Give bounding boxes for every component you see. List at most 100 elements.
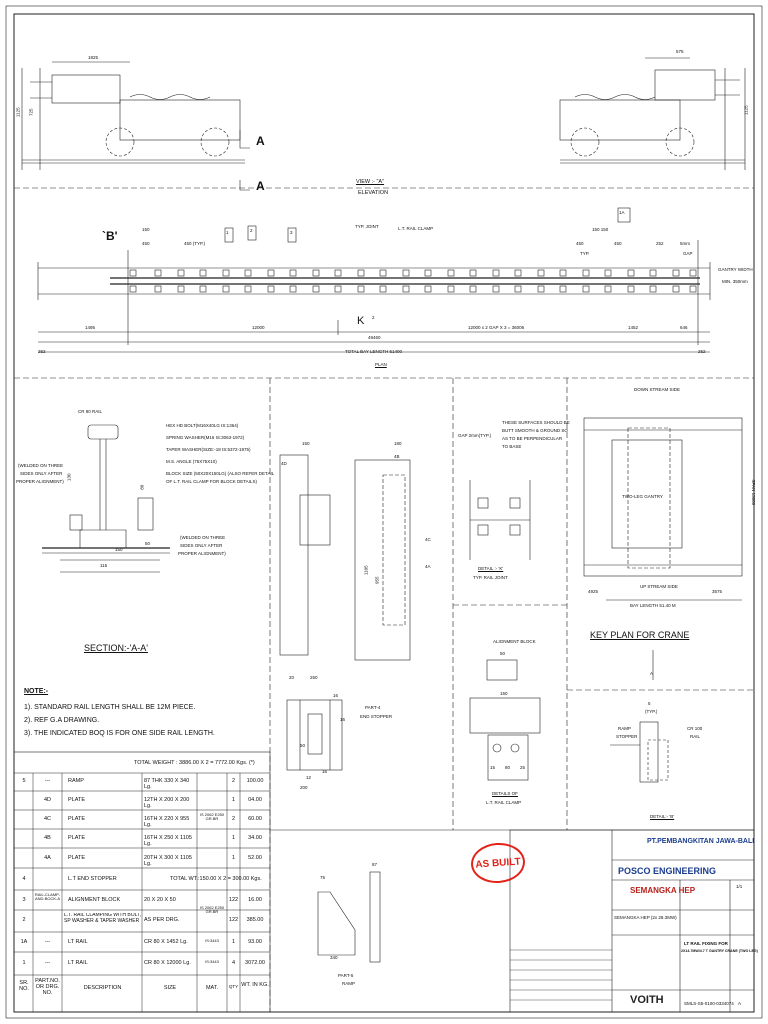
rail-clamp-subtitle: L.T. RAIL CLAMP (486, 800, 522, 805)
bom-mat: IS 2062 E250 GR.BR (199, 906, 225, 915)
bom-head-qty: QTY (228, 985, 239, 989)
dim-15: 15 (490, 765, 496, 770)
lt-rail-clamp-label: L.T. RAIL CLAMP (398, 226, 434, 231)
bom-qty: 1 (231, 797, 236, 803)
part-5-title: PART-5 (338, 973, 354, 978)
bom-desc: L.T END STOPPER (68, 876, 117, 882)
bom-mat: IS 2062 E250 GR.BR (199, 813, 225, 822)
detail-k-title: DETAIL :- 'K' (478, 566, 504, 571)
bom-wt: 100.00 (246, 778, 264, 784)
dim-340: 340 (330, 955, 338, 960)
surface-note: THESE SURFACES SHOULD BE (502, 420, 570, 425)
bom-qty: 2 (231, 778, 236, 784)
dim-200: 200 (300, 785, 308, 790)
down-stream-label: DOWN STREAM SIDE (634, 387, 681, 392)
total-weight: TOTAL WEIGHT : 3886.00 X 2 = 7772.00 Kgs… (134, 760, 255, 766)
section-aa-title: SECTION:-'A-A' (84, 643, 148, 653)
bom-size: CR 80 X 1452 Lg. (144, 939, 188, 945)
dim-49460: 49460 (368, 335, 381, 340)
dim-4925: 4925 (588, 589, 599, 594)
typ-label: TYP. (580, 251, 590, 256)
cr100-label: CR 100 (687, 726, 703, 731)
rail-clamp-title: DETAILS OF (492, 791, 518, 796)
bom-wt: 34.00 (248, 835, 262, 841)
dim-150: 150 (500, 691, 508, 696)
voith-logo: VOITH (630, 994, 664, 1006)
note-2: 2). REF G.A DRAWING. (24, 717, 100, 724)
detail-b-marker: `B' (102, 229, 118, 243)
drawing-number: SMLS-S5-0100-0334074 (684, 1001, 734, 1006)
dim-150: 150 (115, 547, 123, 552)
dim-20: 20 (289, 675, 295, 680)
dim-150: 150 (302, 441, 310, 446)
end-stopper-subtitle: END STOPPER (360, 714, 393, 719)
dim-1125-left: 1125 (15, 107, 21, 118)
weld-note-right-3: PROPER ALIGNMENT) (178, 551, 226, 556)
surface-note-4: TO BASE (502, 444, 522, 449)
taper-washer-label: TAPER WASHER(SIZE:-18 IS:5372-1975) (166, 447, 251, 452)
ramp-subtitle: RAMP (342, 981, 356, 986)
callout-4d: 4D (281, 461, 287, 466)
arrow-a-label: A (650, 671, 654, 676)
dim-50: 50 (145, 541, 151, 546)
dim-25: 25 (520, 765, 526, 770)
bom-sr: 2 (22, 917, 26, 923)
dim-252-left: 252 (38, 349, 46, 354)
detail-b-title: DETAIL:- 'B' (650, 814, 675, 819)
bom-wt: 52.00 (248, 855, 262, 861)
dim-575: 575 (676, 49, 684, 54)
detail-k-subtitle: TYP. RAIL JOINT (473, 575, 508, 580)
bom-qty: 1 (231, 939, 236, 945)
bom-mat: IS:3443 (205, 939, 219, 943)
surface-note-3: AS TO BE PERPENDICULAR (502, 436, 563, 441)
dim-150-150: 150 150 (592, 227, 609, 232)
end-stopper-total: TOTAL WT.:150.00 X 2 = 300.00 Kgs. (170, 876, 262, 882)
gap-2: 2 (372, 315, 375, 320)
bom-head-size: SIZE (163, 985, 177, 991)
bom-sr: 1A (20, 939, 28, 945)
dim-180: 180 (394, 441, 402, 446)
bom-qty: 122 (228, 917, 239, 923)
dim-252-right: 252 (698, 349, 706, 354)
section-mark-a: A (256, 134, 265, 148)
block-size-label-2: OF L.T. RAIL CLAMP FOR BLOCK DETAILS) (166, 479, 257, 484)
dim-725: 725 (28, 108, 34, 117)
view-a-title: VIEW :- "A" (356, 179, 385, 185)
dim-450-typ: 450 (TYP.) (184, 241, 206, 246)
bom-qty: 4 (231, 960, 236, 966)
bom-qty: 122 (228, 897, 239, 903)
bom-wt: 16.00 (248, 897, 262, 903)
dim-450: 450 (576, 241, 584, 246)
part-4-title: PART-4 (365, 705, 381, 710)
dim-1452: 1452 (628, 325, 639, 330)
dim-16: 16 (340, 717, 346, 722)
bom-sr: 4 (22, 876, 26, 882)
dim-250: 250 (310, 675, 318, 680)
dim-252: 252 (656, 241, 664, 246)
up-stream-label: UP STREAM SIDE (640, 584, 678, 589)
typ-joint-label: TYP. JOINT (355, 224, 379, 229)
dim-80: 80 (505, 765, 511, 770)
bom-size: 16TH X 250 X 1105 Lg. (144, 835, 192, 848)
callout-1: 1 (226, 230, 229, 235)
bay-length-label: BAY LENGTH 51.40 M (630, 603, 676, 608)
note-1: 1). STANDARD RAIL LENGTH SHALL BE 12M PI… (24, 704, 196, 711)
bom-wt: 60.00 (248, 816, 262, 822)
dim-12000: 12000 (252, 325, 265, 330)
sheet-number: 1/1 (736, 884, 743, 889)
dim-1495: 1495 (85, 325, 96, 330)
weld-note-right-2: SIDES ONLY AFTER (180, 543, 223, 548)
company-logo-semangka: SEMANGKA HEP (630, 886, 696, 895)
dim-16: 16 (322, 769, 328, 774)
bom-wt: 04.00 (248, 797, 262, 803)
span-label: SPAN 15000 (751, 479, 757, 506)
bom-desc: PLATE (68, 835, 86, 841)
bom-part: 4C (43, 816, 52, 822)
bom-wt: 93.00 (248, 939, 262, 945)
typ-label: (TYP.) (645, 709, 658, 714)
bom-mat: IS:3443 (205, 960, 219, 964)
bom-head-desc: DESCRIPTION (83, 985, 122, 991)
bom-wt: 3072.00 (245, 960, 265, 966)
bom-head-mat: MAT. (205, 985, 219, 991)
callout-3: 3 (290, 230, 293, 235)
